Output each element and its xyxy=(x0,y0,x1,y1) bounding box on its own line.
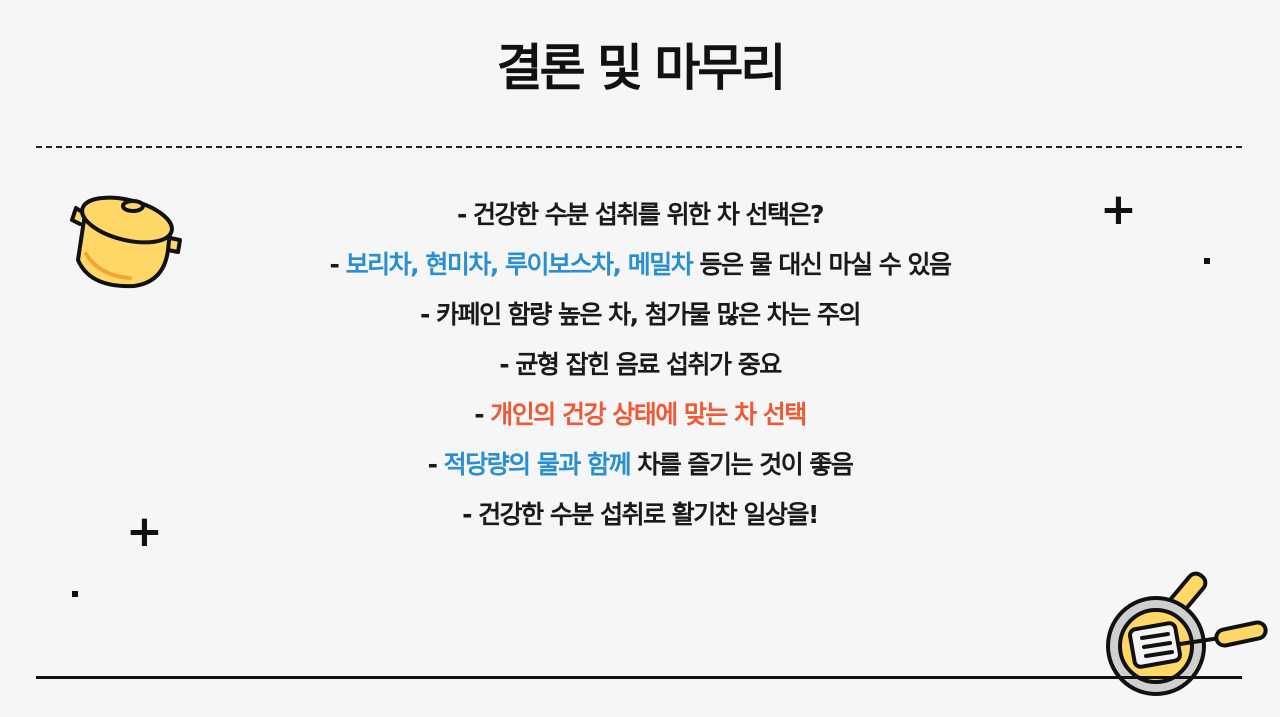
bullet-line-4: - 균형 잡힌 음료 섭취가 중요 xyxy=(0,340,1280,390)
plus-icon: + xyxy=(1100,184,1137,235)
dot-icon xyxy=(1204,258,1210,264)
bullet-line-6: - 적당량의 물과 함께 차를 즐기는 것이 좋음 xyxy=(0,440,1280,490)
bullet-line-1: - 건강한 수분 섭취를 위한 차 선택은? xyxy=(0,190,1280,240)
bullet-line-2: - 보리차, 현미차, 루이보스차, 메밀차 등은 물 대신 마실 수 있음 xyxy=(0,240,1280,290)
line-text: - xyxy=(329,250,346,279)
bullet-line-7: - 건강한 수분 섭취로 활기찬 일상을! xyxy=(0,490,1280,540)
cooking-pot-icon xyxy=(70,190,190,290)
highlight-text: 개인의 건강 상태에 맞는 차 선택 xyxy=(490,400,807,429)
slide-title: 결론 및 마무리 xyxy=(496,39,787,97)
bottom-rule xyxy=(36,676,1242,679)
dot-icon xyxy=(72,591,78,597)
content-lines: - 건강한 수분 섭취를 위한 차 선택은? - 보리차, 현미차, 루이보스차… xyxy=(0,190,1280,540)
line-text: - xyxy=(427,450,444,479)
line-text: - 카페인 함량 높은 차, 첨가물 많은 차는 주의 xyxy=(419,300,862,329)
line-text: - 균형 잡힌 음료 섭취가 중요 xyxy=(499,350,782,379)
line-text: - 건강한 수분 섭취를 위한 차 선택은? xyxy=(456,200,825,229)
bullet-line-5: - 개인의 건강 상태에 맞는 차 선택 xyxy=(0,390,1280,440)
line-text: 등은 물 대신 마실 수 있음 xyxy=(692,250,952,279)
highlight-text: 보리차, 현미차, 루이보스차, 메밀차 xyxy=(345,250,694,279)
highlight-text: 적당량의 물과 함께 xyxy=(443,450,632,479)
line-text: - xyxy=(474,400,491,429)
frying-pan-icon xyxy=(1100,560,1270,710)
line-text: - 건강한 수분 섭취로 활기찬 일상을! xyxy=(462,500,819,529)
bullet-line-3: - 카페인 함량 높은 차, 첨가물 많은 차는 주의 xyxy=(0,290,1280,340)
plus-icon: + xyxy=(126,506,163,557)
line-text: 차를 즐기는 것이 좋음 xyxy=(630,450,854,479)
dashed-divider xyxy=(36,146,1242,148)
